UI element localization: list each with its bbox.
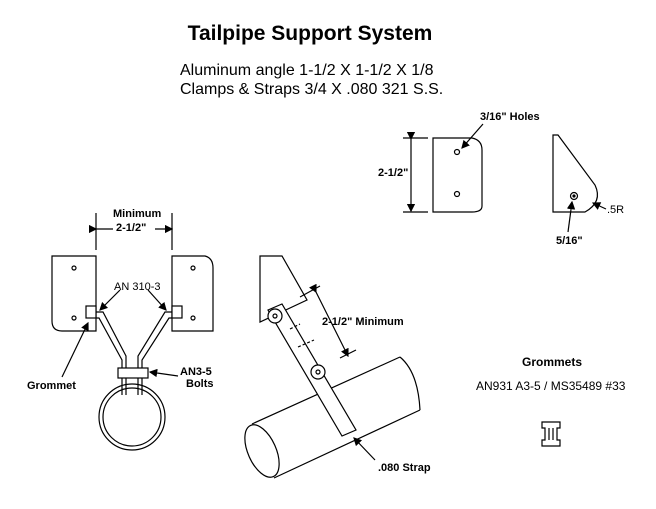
radius-leader xyxy=(591,202,607,210)
an3-5-label: AN3-5 xyxy=(180,366,212,378)
grommet-label: Grommet xyxy=(27,380,76,392)
minimum-label: Minimum xyxy=(113,208,162,220)
grommet-leader xyxy=(61,321,89,378)
bracket-front-view xyxy=(432,137,483,213)
middle-bracket xyxy=(259,255,308,323)
right-bracket xyxy=(171,255,214,332)
grommets-title: Grommets xyxy=(522,355,583,369)
hole-size-label: 5/16" xyxy=(556,235,583,247)
strap-label: .080 Strap xyxy=(378,462,431,474)
strap-dim-line xyxy=(309,283,349,358)
left-bracket xyxy=(51,255,97,332)
bracket-side-view xyxy=(552,134,598,213)
clamp-strap xyxy=(96,311,172,395)
minimum-dim-label: 2-1/2" xyxy=(116,222,147,234)
diagram-title: Tailpipe Support System xyxy=(187,22,433,45)
material-spec-clamps: Clamps & Straps 3/4 X .080 321 S.S. xyxy=(180,81,444,98)
tailpipe-ring xyxy=(98,383,166,451)
an310-label: AN 310-3 xyxy=(114,281,161,293)
holes-label: 3/16" Holes xyxy=(480,111,540,123)
bolts-label: Bolts xyxy=(186,378,214,390)
radius-label: .5R xyxy=(607,204,625,216)
material-spec-angle: Aluminum angle 1-1/2 X 1-1/2 X 1/8 xyxy=(180,62,434,79)
grommet-icon xyxy=(541,421,561,447)
holes-leader xyxy=(461,123,484,149)
strap-leader xyxy=(353,437,376,461)
an310-leader xyxy=(99,289,121,311)
grommets-spec: AN931 A3-5 / MS35489 #33 xyxy=(476,379,626,393)
strap-minimum-label: 2-1/2" Minimum xyxy=(322,316,404,328)
middle-strap xyxy=(267,303,357,437)
an3-5-leader xyxy=(148,368,179,378)
hole-size-leader xyxy=(566,200,576,233)
height-label: 2-1/2" xyxy=(378,167,409,179)
